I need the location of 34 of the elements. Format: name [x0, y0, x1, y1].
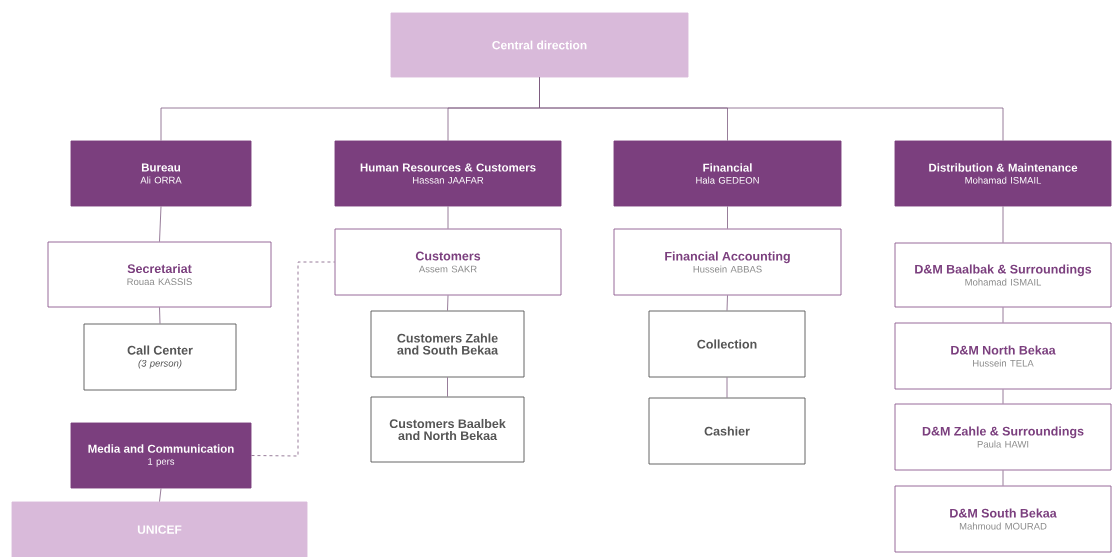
connector-line — [251, 261, 335, 457]
connector-line — [159, 307, 161, 324]
team-box: Collection — [648, 310, 806, 378]
connector-line — [727, 206, 728, 229]
connector-line — [726, 295, 728, 311]
unit-box: D&M Baalbak & Surroundings Mohamad ISMAIL — [894, 242, 1112, 308]
connector-line — [1002, 470, 1004, 486]
connector-line — [726, 377, 728, 398]
department-box: Bureau Ali ORRA — [70, 140, 252, 207]
direction-box: Central direction — [390, 12, 689, 78]
department-box: Financial Hala GEDEON — [613, 140, 842, 207]
team-box: Call Center (3 person) — [83, 323, 237, 391]
unit-box: Financial Accounting Hussein ABBAS — [613, 228, 842, 296]
team-box: Customers Zahle and South Bekaa — [370, 310, 525, 378]
department-box: Human Resources & Customers Hassan JAAFAR — [334, 140, 562, 207]
connector-line — [447, 295, 449, 311]
direction-box: UNICEF — [11, 501, 308, 557]
unit-box: D&M North Bekaa Hussein TELA — [894, 322, 1112, 390]
unit-box: Customers Assem SAKR — [334, 228, 562, 296]
connector-line — [1002, 307, 1004, 323]
connector-line — [159, 488, 162, 502]
connector-line — [539, 77, 1004, 141]
department-box: Media and Communication 1 pers — [70, 422, 252, 489]
unit-box: D&M South Bekaa Mahmoud MOURAD — [894, 485, 1112, 553]
connector-line — [1002, 389, 1004, 404]
connector-line — [1002, 206, 1004, 243]
department-box: Distribution & Maintenance Mohamad ISMAIL — [894, 140, 1112, 207]
connector-line — [159, 206, 162, 242]
team-box: Cashier — [648, 397, 806, 465]
connector-line — [447, 377, 448, 397]
team-box: Customers Baalbek and North Bekaa — [370, 396, 525, 463]
unit-box: D&M Zahle & Surroundings Paula HAWI — [894, 403, 1112, 471]
connector-line — [447, 206, 449, 229]
unit-box: Secretariat Rouaa KASSIS — [47, 241, 272, 308]
